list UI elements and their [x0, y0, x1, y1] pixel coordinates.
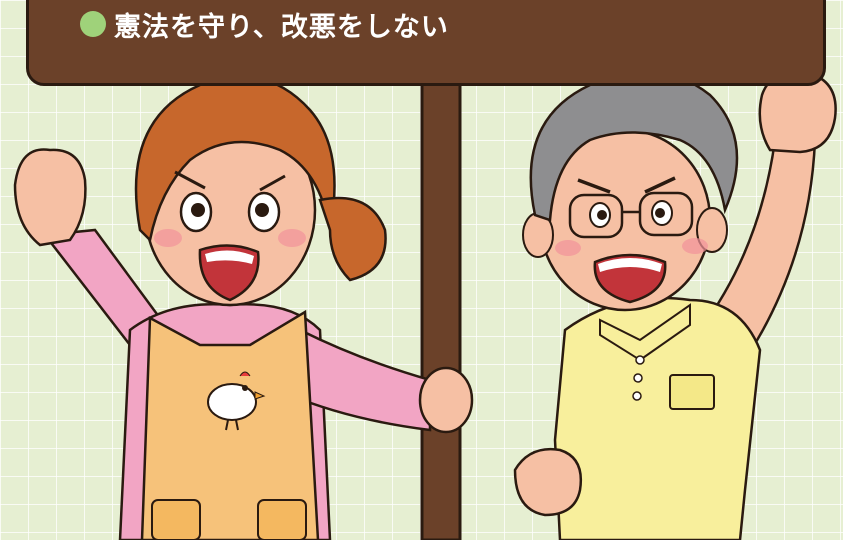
woman-apron [140, 309, 320, 540]
apron-pocket-left [151, 499, 201, 540]
man-character [513, 21, 837, 540]
woman-character [13, 75, 474, 540]
man-lower-fist [513, 447, 583, 517]
shirt-pocket [669, 374, 715, 410]
sign-slogan: 憲法を守り、改悪をしない [80, 4, 449, 44]
woman-hair-bun [318, 196, 387, 282]
sign-pole [420, 78, 462, 540]
woman-raised-fist [13, 148, 87, 247]
shirt-button-1 [635, 355, 645, 365]
chick-icon [207, 371, 266, 431]
sign-board [26, 0, 826, 86]
woman-hand-on-pole [418, 366, 474, 434]
shirt-button-2 [633, 373, 643, 383]
sign-slogan-text: 憲法を守り、改悪をしない [114, 11, 449, 43]
woman-arm-to-pole [288, 328, 432, 432]
man-collar [599, 303, 691, 362]
shirt-button-3 [632, 391, 642, 401]
man-hair [529, 70, 739, 222]
apron-pocket-right [257, 499, 307, 540]
green-bullet-icon [80, 11, 106, 37]
glasses-icon [568, 191, 694, 239]
